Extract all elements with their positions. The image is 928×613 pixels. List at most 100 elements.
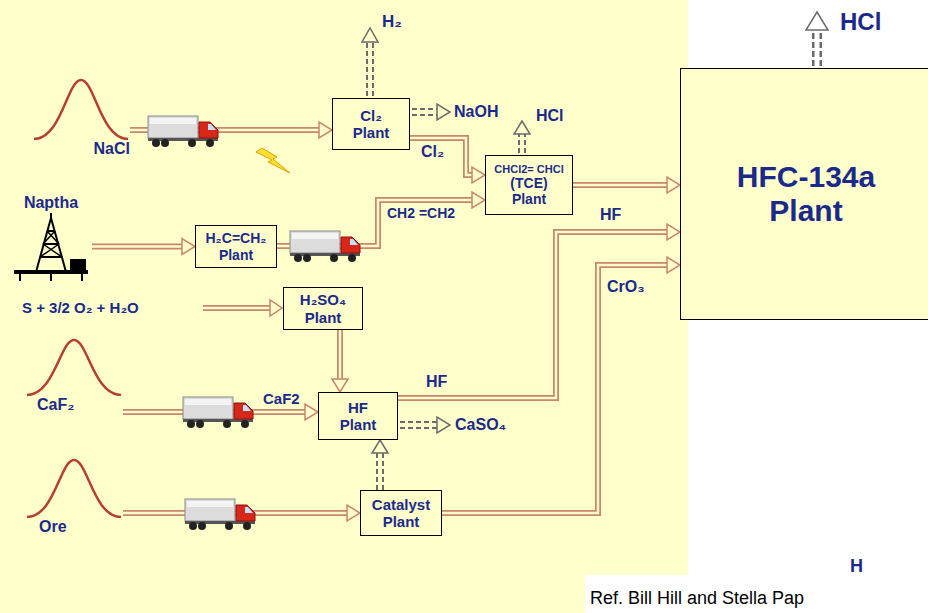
edge-label-holder: HF xyxy=(425,373,448,391)
stream-label: CH2 =CH2 xyxy=(386,205,456,221)
truck-icon xyxy=(183,397,253,428)
arrow-head xyxy=(332,379,348,392)
arrow-inner xyxy=(339,330,342,380)
ore-deposit: Ore xyxy=(25,458,123,536)
label-holder: Ref. Bill Hill and Stella Pap xyxy=(590,588,804,609)
arrow-inner xyxy=(442,265,668,513)
flow-arrow xyxy=(398,224,680,398)
mountain-outline xyxy=(25,458,123,518)
label-holder: CaSO₄ xyxy=(455,416,506,434)
edge-label-holder: Cl₂ xyxy=(420,143,445,161)
arrow-head xyxy=(472,167,485,183)
arrow-inner xyxy=(398,232,668,398)
node-label: H₂SO₄ Plant xyxy=(290,291,356,326)
mineral-deposit: CaF₂ xyxy=(25,338,123,414)
output-label: HCl xyxy=(840,8,881,36)
node-label: HF Plant xyxy=(336,399,381,434)
process-box: CHCl2= CHCl(TCE) Plant xyxy=(485,155,573,215)
node-label: (TCE) Plant xyxy=(504,175,554,207)
dashed-output-arrow xyxy=(412,104,450,120)
feed-arrow xyxy=(203,300,282,316)
arrow-outline xyxy=(92,244,183,250)
arrow-head xyxy=(667,257,680,273)
label-holder: HCl xyxy=(840,8,881,36)
arrow-outline xyxy=(398,232,668,398)
arrow-outline xyxy=(442,265,668,513)
rig-strut xyxy=(19,272,21,281)
rig-strut xyxy=(81,272,83,281)
stream-label: HF xyxy=(600,206,621,224)
flow-arrow xyxy=(573,177,680,193)
arrow-head xyxy=(347,505,360,521)
arrow-outline xyxy=(573,182,668,188)
process-box: HF Plant xyxy=(318,392,398,440)
rig-house xyxy=(70,259,86,272)
node-label: Naptha xyxy=(10,194,92,212)
label-holder: H xyxy=(850,556,863,577)
oil-rig: Naptha xyxy=(10,194,92,284)
fragment-label: H xyxy=(850,556,863,577)
process-box: Cl₂ Plant xyxy=(332,98,410,150)
edge-label-holder: CrO₃ xyxy=(606,278,646,296)
label-holder: HF xyxy=(600,206,621,224)
truck-icon xyxy=(185,499,255,530)
mountain-outline xyxy=(27,460,121,517)
dashed-output-arrow xyxy=(806,12,828,66)
lightning-bolt xyxy=(256,148,290,173)
mountain-outline xyxy=(25,338,123,396)
salt-deposit: NaCl xyxy=(32,78,130,158)
oil-rig-drawing xyxy=(10,212,92,284)
process-box: H₂C=CH₂ Plant xyxy=(195,225,277,268)
node-label: HFC-134a Plant xyxy=(724,160,889,229)
output-label: H₂ xyxy=(382,12,402,32)
arrow-inner xyxy=(378,452,382,490)
dashed-output-arrow xyxy=(514,121,530,153)
node-label: Ore xyxy=(25,518,123,536)
reaction-label: S + 3/2 O₂ + H₂O xyxy=(22,299,139,316)
stream-label: Cl₂ xyxy=(420,143,445,161)
label-holder: H₂ xyxy=(382,12,402,32)
output-label: HCl xyxy=(536,107,564,125)
node-label: Cl₂ Plant xyxy=(346,107,396,142)
arrow-head xyxy=(472,192,485,208)
flow-arrow xyxy=(372,440,388,490)
arrow-head xyxy=(667,177,680,193)
arrow-outline xyxy=(376,452,384,490)
dashed-output-arrow xyxy=(362,28,378,96)
output-label: NaOH xyxy=(454,103,498,121)
reference-note: Ref. Bill Hill and Stella Pap xyxy=(590,588,804,609)
arrow-outline xyxy=(337,330,343,380)
flow-arrow xyxy=(442,257,680,513)
arrow-inner xyxy=(573,184,668,187)
rig-strut xyxy=(47,231,59,244)
rig-strut xyxy=(40,244,59,257)
node-label: NaCl xyxy=(32,140,130,158)
flow-arrow xyxy=(332,330,348,392)
truck-icon xyxy=(148,116,218,147)
stream-label: HF xyxy=(425,373,448,391)
arrow-inner xyxy=(92,245,183,248)
rig-strut xyxy=(43,243,59,245)
mountain-outline xyxy=(27,340,121,395)
rig-strut xyxy=(50,213,52,218)
flow-arrow xyxy=(92,239,195,255)
label-holder: NaOH xyxy=(454,103,498,121)
rig-strut xyxy=(40,256,62,258)
process-box: H₂SO₄ Plant xyxy=(283,287,363,330)
arrow-head xyxy=(182,239,195,255)
edge-label-holder: CaF2 xyxy=(262,390,301,407)
arrow-head xyxy=(319,122,332,138)
arrow-outline xyxy=(410,138,473,175)
label-holder: S + 3/2 O₂ + H₂O xyxy=(22,299,139,316)
stream-label: CaF2 xyxy=(262,390,301,407)
dashed-output-arrow xyxy=(400,417,450,433)
arrow-head xyxy=(667,224,680,240)
node-label: Catalyst Plant xyxy=(366,496,436,531)
panel-ground xyxy=(0,0,688,613)
truck-icon xyxy=(290,231,360,262)
node-label: H₂C=CH₂ Plant xyxy=(201,230,271,262)
label-holder: HCl xyxy=(536,107,564,125)
arrow-head xyxy=(305,404,318,420)
